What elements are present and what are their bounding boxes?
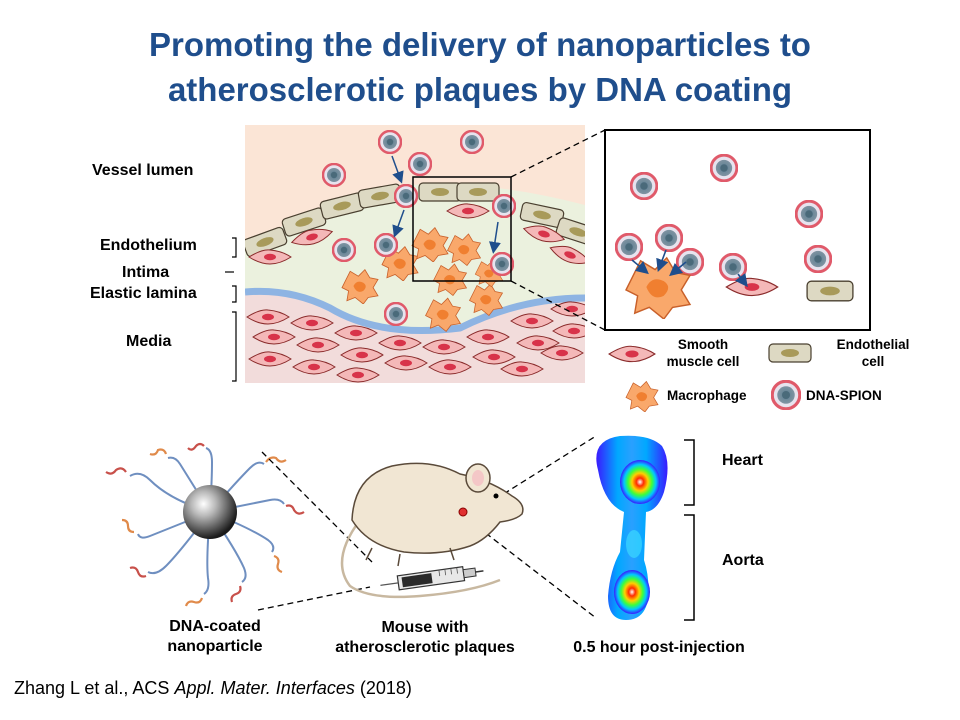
nanoparticle-sphere bbox=[183, 485, 237, 539]
legend-smooth-muscle-line2: muscle cell bbox=[666, 354, 740, 369]
title-line-1: Promoting the delivery of nanoparticles … bbox=[149, 26, 811, 63]
citation-year: (2018) bbox=[354, 678, 412, 698]
citation-authors: Zhang L et al., ACS bbox=[14, 678, 175, 698]
mouse-illustration bbox=[340, 462, 524, 599]
caption-nanoparticle-line2: nanoparticle bbox=[167, 638, 263, 655]
caption-nanoparticle: DNA-coated nanoparticle bbox=[140, 617, 290, 657]
label-vessel-lumen: Vessel lumen bbox=[92, 162, 194, 179]
organ-brackets bbox=[684, 439, 695, 621]
legend-smooth-muscle-line1: Smooth bbox=[677, 337, 729, 352]
caption-mouse-line1: Mouse with bbox=[381, 619, 469, 636]
caption-mouse-line2: atherosclerotic plaques bbox=[335, 639, 515, 656]
label-heart: Heart bbox=[722, 452, 763, 469]
legend-dna-spion-label: DNA-SPION bbox=[806, 388, 882, 403]
legend-endothelial-label: Endothelial cell bbox=[818, 336, 928, 370]
label-media: Media bbox=[126, 333, 172, 350]
legend-smooth-muscle-label: Smooth muscle cell bbox=[662, 336, 744, 370]
caption-nanoparticle-line1: DNA-coated bbox=[169, 618, 261, 635]
vessel-arrows bbox=[391, 155, 501, 254]
label-endothelium: Endothelium bbox=[100, 237, 197, 254]
citation-journal: Appl. Mater. Interfaces bbox=[174, 678, 355, 698]
elastic-lamina-line bbox=[245, 287, 585, 334]
caption-mouse: Mouse with atherosclerotic plaques bbox=[310, 618, 540, 658]
syringe-illustration bbox=[380, 566, 484, 591]
label-elastic-lamina: Elastic lamina bbox=[90, 285, 197, 302]
legend-macrophage-label: Macrophage bbox=[667, 388, 747, 403]
label-aorta: Aorta bbox=[722, 552, 764, 569]
citation: Zhang L et al., ACS Appl. Mater. Interfa… bbox=[14, 678, 412, 699]
legend-endothelial-line1: Endothelial bbox=[836, 337, 910, 352]
zoom-box bbox=[412, 176, 512, 282]
dna-nanoparticle-illustration bbox=[105, 442, 305, 607]
caption-imaging: 0.5 hour post-injection bbox=[573, 639, 745, 656]
zoom-lines bbox=[510, 129, 606, 331]
vessel-section bbox=[245, 125, 585, 383]
title-line-2: atherosclerotic plaques by DNA coating bbox=[167, 71, 793, 108]
page-title: Promoting the delivery of nanoparticles … bbox=[0, 22, 960, 112]
layer-brackets bbox=[225, 237, 237, 382]
fluorescence-image bbox=[596, 435, 668, 620]
zoom-panel bbox=[604, 129, 871, 331]
label-intima: Intima bbox=[122, 264, 170, 281]
legend-endothelial-line2: cell bbox=[861, 354, 885, 369]
